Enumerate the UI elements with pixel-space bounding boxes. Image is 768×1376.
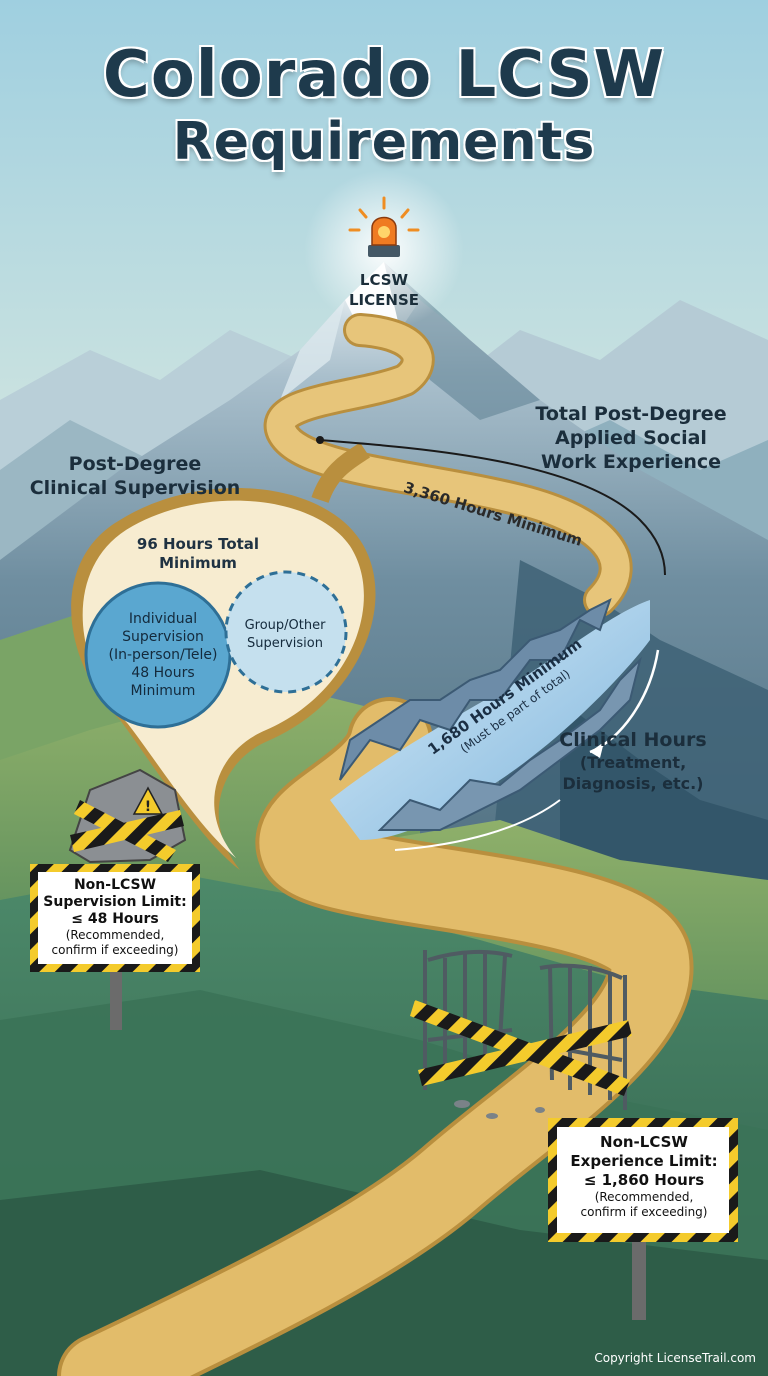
- clinical-title: Clinical Hours: [559, 729, 707, 751]
- individual-line4: 48 Hours: [131, 665, 195, 681]
- supervision-total-line2: Minimum: [159, 554, 237, 572]
- sign2-line1: Non-LCSW: [600, 1133, 688, 1151]
- summit-label: LCSW LICENSE: [334, 270, 434, 310]
- sign1-note2: confirm if exceeding): [51, 943, 179, 957]
- page-title: Colorado LCSW: [102, 38, 666, 112]
- group-line2: Supervision: [247, 636, 323, 651]
- experience-title-line1: Total Post-Degree: [535, 403, 727, 425]
- individual-line1: Individual: [128, 611, 198, 627]
- individual-line3: (In-person/Tele): [108, 647, 218, 663]
- summit-label-line2: LICENSE: [349, 291, 419, 309]
- sign2-line2: Experience Limit:: [570, 1152, 718, 1170]
- experience-limit-sign-text: Non-LCSW Experience Limit: ≤ 1,860 Hours…: [558, 1133, 730, 1220]
- sign1-note1: (Recommended,: [65, 928, 165, 942]
- copyright-text: Copyright LicenseTrail.com: [594, 1351, 756, 1365]
- page-subtitle: Requirements: [172, 112, 596, 172]
- supervision-limit-sign-text: Non-LCSW Supervision Limit: ≤ 48 Hours (…: [40, 877, 190, 958]
- supervision-total: 96 Hours Total Minimum: [118, 535, 278, 573]
- supervision-title-line1: Post-Degree: [68, 453, 202, 475]
- experience-title-line3: Work Experience: [540, 451, 722, 473]
- supervision-title-line2: Clinical Supervision: [29, 477, 241, 499]
- supervision-title: Post-Degree Clinical Supervision: [10, 452, 260, 500]
- sign1-line3: ≤ 48 Hours: [71, 911, 159, 927]
- siren-icon: [348, 196, 420, 257]
- supervision-total-line1: 96 Hours Total: [136, 535, 260, 553]
- summit-label-line1: LCSW: [359, 271, 409, 289]
- sign2-note1: (Recommended,: [594, 1190, 694, 1204]
- group-supervision-label: Group/Other Supervision: [230, 617, 340, 653]
- sign1-line1: Non-LCSW: [73, 877, 157, 893]
- individual-supervision-label: Individual Supervision (In-person/Tele) …: [98, 610, 228, 700]
- individual-line5: Minimum: [130, 683, 196, 699]
- group-supervision-circle: [224, 570, 348, 694]
- experience-title-line2: Applied Social: [555, 427, 707, 449]
- warning-boulder: !: [68, 768, 187, 864]
- group-line1: Group/Other: [244, 618, 326, 633]
- clinical-sub-line1: (Treatment,: [579, 753, 687, 772]
- clinical-river: [330, 598, 650, 840]
- sign1-line2: Supervision Limit:: [43, 894, 187, 910]
- supervision-limit-sign: [30, 864, 200, 1030]
- sign2-line3: ≤ 1,860 Hours: [583, 1171, 705, 1189]
- svg-text:!: !: [145, 799, 151, 815]
- experience-limit-sign: [548, 1118, 738, 1320]
- individual-supervision-circle: [84, 581, 232, 729]
- clinical-sub-line2: Diagnosis, etc.): [562, 774, 704, 793]
- sign2-note2: confirm if exceeding): [580, 1205, 708, 1219]
- experience-title: Total Post-Degree Applied Social Work Ex…: [510, 402, 752, 474]
- individual-line2: Supervision: [122, 629, 204, 645]
- clinical-hours-title: Clinical Hours (Treatment, Diagnosis, et…: [548, 728, 718, 794]
